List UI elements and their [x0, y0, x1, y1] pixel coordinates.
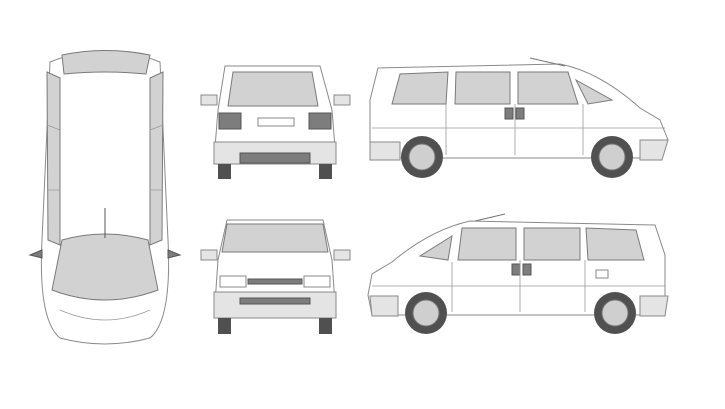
- plate: [257, 117, 295, 127]
- windshield-top: [51, 233, 159, 301]
- front-view: [200, 219, 351, 334]
- rear-quarter-window: [585, 227, 645, 261]
- windshield-side: [574, 78, 614, 105]
- top-view: [28, 50, 182, 345]
- side-view-right: [369, 57, 669, 178]
- bumpers: [369, 139, 669, 161]
- door-handle: [511, 263, 521, 276]
- rear-right-light: [308, 112, 332, 130]
- windshield-side: [418, 234, 453, 261]
- air-intake: [239, 297, 311, 305]
- right-side-windows: [149, 71, 164, 246]
- rear-left-tire: [218, 164, 231, 179]
- front-rim: [598, 143, 626, 171]
- front-rim: [412, 299, 440, 327]
- rear-rim: [408, 143, 436, 171]
- front-bumper: [213, 291, 337, 319]
- left-side-windows: [46, 71, 61, 246]
- fuel-cap: [595, 269, 609, 279]
- rear-window-top: [61, 50, 151, 75]
- front-right-mirror: [333, 249, 351, 261]
- bumpers: [369, 295, 669, 317]
- front-left-mirror: [200, 249, 218, 261]
- front-door-window: [517, 71, 579, 105]
- door-handle: [522, 263, 532, 276]
- front-left-tire: [218, 318, 231, 334]
- rear-view: [200, 65, 351, 179]
- sliding-door-window: [454, 71, 511, 105]
- rear-window: [227, 71, 319, 107]
- rear-right-mirror: [333, 94, 351, 106]
- front-door-window: [457, 227, 517, 261]
- side-view-left: [367, 213, 669, 334]
- rear-left-light: [218, 112, 242, 130]
- front-right-headlight: [303, 275, 331, 288]
- grille: [247, 278, 303, 285]
- rear-left-mirror: [200, 94, 218, 106]
- antenna: [474, 213, 506, 222]
- sliding-door-window: [523, 227, 581, 261]
- windshield: [221, 223, 329, 253]
- door-handle: [504, 107, 514, 120]
- rear-step: [239, 152, 311, 164]
- rear-quarter-window: [391, 71, 449, 105]
- door-handle: [515, 107, 525, 120]
- antenna: [529, 57, 566, 67]
- mirrors: [28, 249, 182, 259]
- rear-right-tire: [319, 164, 332, 179]
- front-left-headlight: [219, 275, 247, 288]
- front-right-tire: [319, 318, 332, 334]
- rear-rim: [601, 299, 629, 327]
